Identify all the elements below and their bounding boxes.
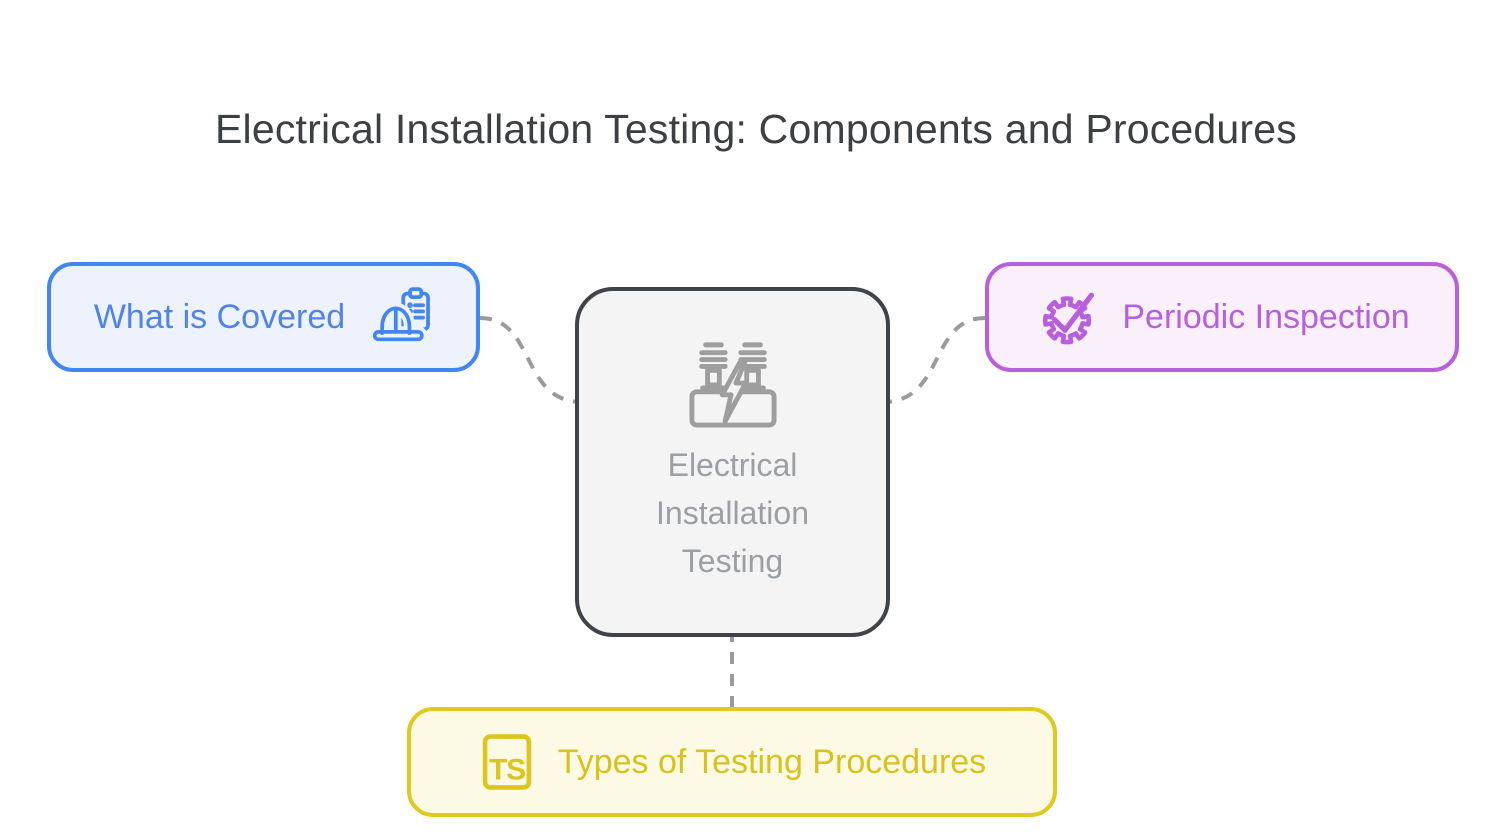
hardhat-clipboard-icon <box>371 287 431 345</box>
connector-left <box>479 316 583 404</box>
page-title: Electrical Installation Testing: Compone… <box>215 106 1297 152</box>
node-types-of-testing[interactable]: TS Types of Testing Procedures <box>407 707 1057 817</box>
central-topic-label: Electrical Installation Testing <box>656 447 809 579</box>
node-central-topic[interactable]: Electrical Installation Testing <box>575 287 890 637</box>
periodic-inspection-label: Periodic Inspection <box>1122 297 1410 336</box>
gear-check-icon <box>1043 292 1095 345</box>
node-periodic-inspection[interactable]: Periodic Inspection <box>985 262 1459 372</box>
node-what-is-covered[interactable]: What is Covered <box>47 262 480 372</box>
transformer-icon <box>688 342 777 428</box>
connector-right <box>882 316 986 404</box>
ts-badge-text: TS <box>489 753 525 786</box>
ts-badge-icon: TS <box>482 734 532 790</box>
what-is-covered-label: What is Covered <box>93 297 346 336</box>
types-of-testing-label: Types of Testing Procedures <box>557 742 987 781</box>
